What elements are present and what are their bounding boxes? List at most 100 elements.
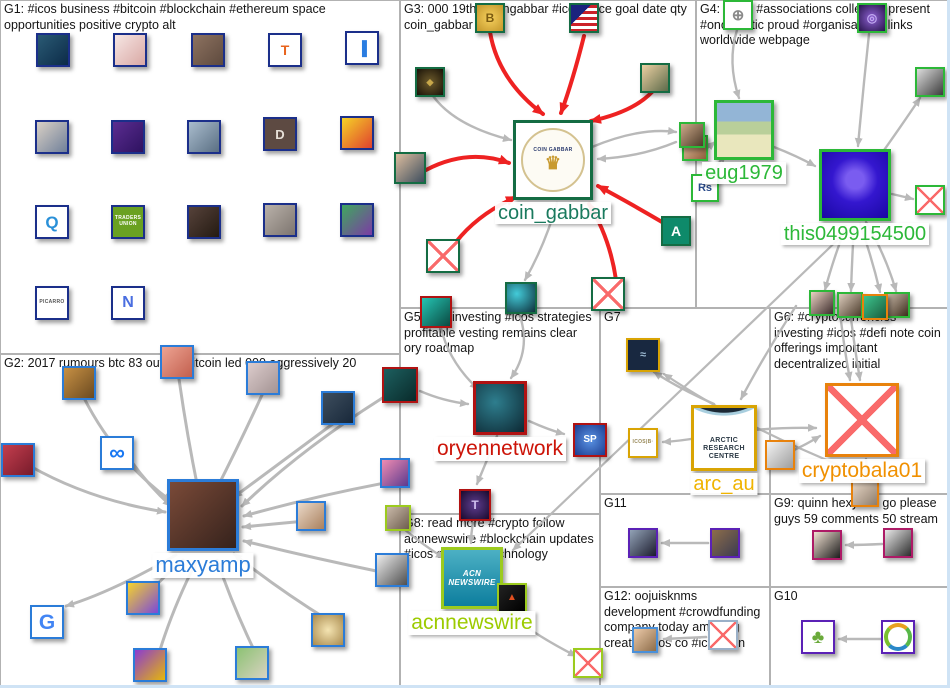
node-coin-gabbar[interactable]: COIN GABBAR♛ bbox=[513, 120, 593, 200]
node-g2-bw-figure[interactable] bbox=[375, 553, 409, 587]
node-g1-q-logo[interactable]: Q bbox=[35, 205, 69, 239]
node-g2-salmon-woman[interactable] bbox=[160, 345, 194, 379]
node-g1-rasta[interactable] bbox=[340, 203, 374, 237]
g2-google-logo-icon: G bbox=[38, 610, 56, 634]
node-g2-soldier[interactable] bbox=[321, 391, 355, 425]
node-g2-simpson[interactable] bbox=[126, 581, 160, 615]
node-g4-border-face[interactable] bbox=[679, 122, 705, 148]
node-g2-zoro[interactable] bbox=[235, 646, 269, 680]
node-text: COIN GABBAR bbox=[533, 146, 573, 153]
node-g3-ornate-logo[interactable]: ◆ bbox=[415, 67, 445, 97]
node-g3-globe[interactable] bbox=[505, 282, 537, 314]
node-g4-x-right[interactable] bbox=[915, 185, 945, 215]
node-g5-turtle[interactable] bbox=[420, 296, 452, 328]
group-panel-g11: G11 bbox=[600, 494, 770, 587]
node-g3-blonde-woman[interactable] bbox=[640, 63, 670, 93]
g4-rs-logo-icon: Rs bbox=[697, 181, 713, 194]
group-header-g6: G6: #cryptocurrencies investing #icos #d… bbox=[774, 310, 941, 371]
node-g2-bob-woman[interactable] bbox=[296, 501, 326, 531]
group-header-g1: G1: #icos business #bitcoin #blockchain … bbox=[4, 2, 326, 32]
node-g4-man1[interactable] bbox=[837, 292, 863, 318]
node-g1-suit-man[interactable] bbox=[35, 120, 69, 154]
node-g3-x-bottom[interactable] bbox=[591, 277, 625, 311]
node-g2-glow-figure[interactable] bbox=[311, 613, 345, 647]
node-g2-fox[interactable] bbox=[1, 443, 35, 477]
node-g6-hoodie[interactable] bbox=[765, 440, 795, 470]
node-g1-cat-white[interactable] bbox=[113, 33, 147, 67]
node-g8-black-box[interactable]: ▲ bbox=[497, 583, 527, 613]
node-g1-drink[interactable] bbox=[340, 116, 374, 150]
group-panel-g1: G1: #icos business #bitcoin #blockchain … bbox=[0, 0, 400, 354]
node-label-cryptobala01: cryptobala01 bbox=[798, 459, 926, 483]
node-g6-green-fish[interactable] bbox=[862, 294, 888, 320]
g10-clover-logo-icon: ♣ bbox=[811, 626, 825, 648]
node-g1-cat-gray[interactable] bbox=[263, 203, 297, 237]
node-g10-clover-logo[interactable]: ♣ bbox=[801, 620, 835, 654]
node-cryptobala01[interactable] bbox=[825, 383, 899, 457]
node-this0499154500[interactable] bbox=[819, 149, 891, 221]
g4-spiral-icon: ◎ bbox=[866, 11, 878, 25]
g1-q-logo-icon: Q bbox=[45, 212, 59, 232]
node-g1-picarro[interactable]: PICARRO bbox=[35, 286, 69, 320]
node-g10-circbio-logo[interactable] bbox=[881, 620, 915, 654]
g5-t-coin-icon: T bbox=[471, 498, 479, 512]
node-g5-ship[interactable] bbox=[382, 367, 418, 403]
node-g4-beard-man[interactable] bbox=[915, 67, 945, 97]
node-g1-d-logo[interactable]: D bbox=[263, 117, 297, 151]
node-label-oryennetwork: oryennetwork bbox=[433, 437, 567, 461]
node-g4-woman[interactable] bbox=[809, 290, 835, 316]
node-eug1979[interactable] bbox=[714, 100, 774, 160]
node-g5-sp-shield[interactable]: SP bbox=[573, 423, 607, 457]
node-g3-face-man[interactable] bbox=[394, 152, 426, 184]
node-g1-doc-logo[interactable]: ▐ bbox=[345, 31, 379, 65]
node-g12-x-box[interactable] bbox=[708, 620, 738, 650]
node-g1-bird[interactable] bbox=[36, 33, 70, 67]
node-g1-bronze-logo[interactable] bbox=[191, 33, 225, 67]
node-g2-purple-char[interactable] bbox=[133, 648, 167, 682]
node-text: ICOS|B· bbox=[632, 439, 654, 446]
node-g2-meta-logo[interactable]: ∞ bbox=[100, 436, 134, 470]
node-g7-icosb-logo[interactable]: ICOS|B· bbox=[628, 428, 658, 458]
node-g4-man2[interactable] bbox=[884, 292, 910, 318]
node-g11-car-man[interactable] bbox=[628, 528, 658, 558]
g1-doc-logo-icon: ▐ bbox=[357, 40, 367, 56]
node-g8-x-box[interactable] bbox=[573, 648, 603, 678]
group-header-g11: G11 bbox=[604, 496, 627, 510]
g1-d-logo-icon: D bbox=[275, 126, 285, 142]
node-g1-chair-man[interactable] bbox=[187, 205, 221, 239]
node-g9-bw-nft[interactable] bbox=[883, 528, 913, 558]
node-g11-cowboy[interactable] bbox=[710, 528, 740, 558]
node-g4-compass-logo[interactable]: ⊕ bbox=[723, 0, 753, 30]
node-g1-purple-duck[interactable] bbox=[111, 120, 145, 154]
node-g3-malaysia-flag[interactable] bbox=[569, 3, 599, 33]
node-g4-spiral[interactable]: ◎ bbox=[857, 3, 887, 33]
node-g1-car[interactable] bbox=[187, 120, 221, 154]
node-g2-gray-woman[interactable] bbox=[246, 361, 280, 395]
node-g2-tiger[interactable] bbox=[62, 366, 96, 400]
node-g3-a-box[interactable]: A bbox=[661, 216, 691, 246]
node-g9-shades-man[interactable] bbox=[812, 530, 842, 560]
node-maxyamp[interactable] bbox=[167, 479, 239, 551]
node-text: PICARRO bbox=[39, 299, 65, 306]
node-g5-t-coin[interactable]: T bbox=[459, 489, 491, 521]
g3-gold-coin-icon: B bbox=[485, 11, 495, 25]
node-g12-woman[interactable] bbox=[632, 627, 658, 653]
group-header-g12: G12: oojuisknms development #crowdfundin… bbox=[604, 589, 761, 650]
node-g1-n-logo[interactable]: N bbox=[111, 286, 145, 320]
node-g7-navy-logo[interactable]: ≈ bbox=[626, 338, 660, 372]
node-g6-baby[interactable] bbox=[851, 479, 879, 507]
node-g3-x-left[interactable] bbox=[426, 239, 460, 273]
node-g2-google-logo[interactable]: G bbox=[30, 605, 64, 639]
node-g8-small-avatar[interactable] bbox=[385, 505, 411, 531]
node-oryennetwork[interactable] bbox=[473, 381, 527, 435]
node-g3-gold-coin[interactable]: B bbox=[475, 3, 505, 33]
group-header-g10: G10 bbox=[774, 589, 798, 603]
g3-a-box-icon: A bbox=[670, 223, 682, 239]
node-g1-t-logo[interactable]: T bbox=[268, 33, 302, 67]
node-g2-pink-rabbit[interactable] bbox=[380, 458, 410, 488]
